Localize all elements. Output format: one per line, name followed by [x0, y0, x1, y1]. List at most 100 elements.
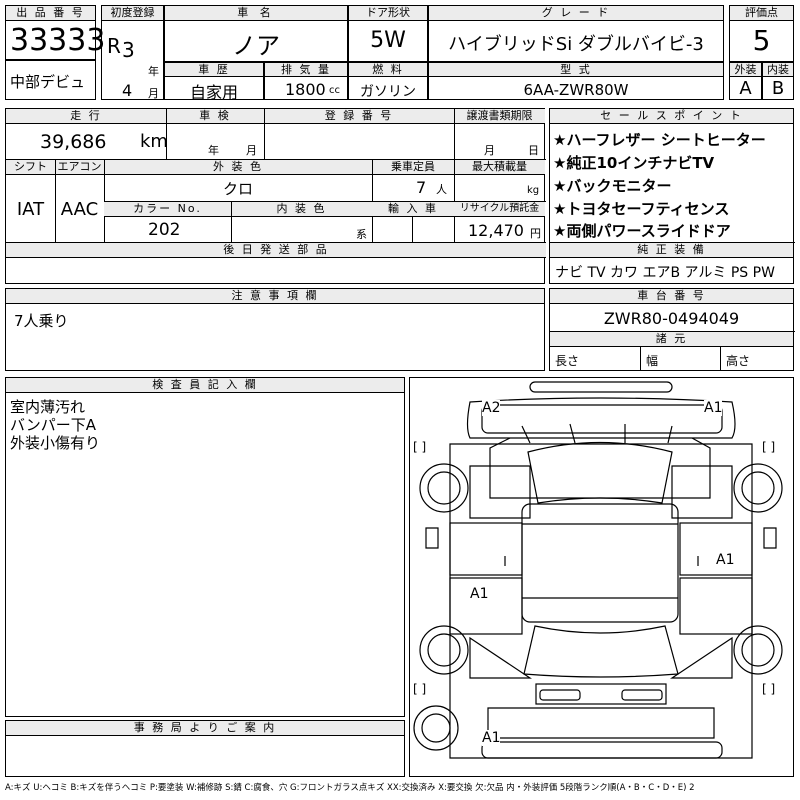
history-value: 自家用 — [189, 83, 238, 102]
dims-label: 諸 元 — [550, 332, 793, 347]
interior-grade: B — [771, 78, 785, 99]
fuel-label: 燃 料 — [349, 63, 427, 77]
interior-grade-box: 内装 B — [762, 62, 794, 100]
grade-box: グ レ ー ド ハイブリッドSi ダブルバイビ-3 — [428, 5, 724, 62]
lot-number: 33333 — [10, 23, 106, 58]
fuel-value: ガソリン — [360, 84, 416, 100]
inspector-line: バンパー下A — [10, 416, 97, 434]
chassis-label: 車 台 番 号 — [550, 289, 793, 304]
color-label: 外 装 色 — [104, 160, 372, 175]
first-registration-box: 初度登録 R 3 年 4 月 — [101, 5, 164, 100]
grade-value: ハイブリッドSi ダブルバイビ-3 — [448, 34, 704, 55]
door-box: ドア形状 5W — [348, 5, 428, 62]
length-label: 長さ — [555, 354, 580, 368]
month-unit: 月 — [148, 87, 159, 100]
chassis-box: 車 台 番 号 ZWR80-0494049 諸 元 長さ 幅 高さ — [549, 288, 795, 371]
office-box: 事 務 局 よ り ご 案 内 — [5, 720, 405, 777]
exterior-label: 外装 — [730, 63, 761, 77]
ac-label: エアコン — [55, 160, 104, 175]
door-value: 5W — [370, 28, 406, 53]
inspection-label: 車 検 — [166, 109, 264, 124]
import-label: 輸 入 車 — [372, 202, 454, 217]
transfer-month: 月 — [484, 144, 495, 157]
door-label: ドア形状 — [349, 6, 427, 21]
damage-mark-a1-right: A1 — [716, 552, 735, 568]
ac-value: AAC — [60, 199, 99, 220]
registration-month: 4 — [122, 81, 133, 100]
model-value: 6AA-ZWR80W — [523, 81, 629, 99]
sales-point: ★バックモニター — [553, 177, 672, 195]
mileage-unit: km — [140, 131, 168, 152]
debut-label: 中部デビュ — [10, 73, 86, 91]
fuel-box: 燃 料 ガソリン — [348, 62, 428, 100]
interior-color-unit: 系 — [356, 228, 367, 241]
damage-mark-a1-left: A1 — [470, 586, 489, 602]
equipment-value: ナビ TV カワ エアB アルミ PS PW — [555, 265, 775, 281]
color-no-label: カラー No. — [104, 202, 231, 217]
lot-number-label: 出 品 番 号 — [6, 6, 95, 21]
sales-point: ★ハーフレザー シートヒーター — [553, 131, 766, 149]
interior-label: 内装 — [763, 63, 793, 77]
bracket-left-1: [ ] — [413, 440, 427, 454]
capacity-unit: 人 — [436, 183, 447, 196]
interior-color-label: 内 装 色 — [231, 202, 372, 217]
notes-box: 注 意 事 項 欄 7人乗り — [5, 288, 545, 371]
notes-label: 注 意 事 項 欄 — [6, 289, 544, 304]
score-label: 評価点 — [730, 6, 793, 21]
era: R — [107, 34, 121, 58]
sales-point: ★トヨタセーフティセンス — [553, 200, 730, 218]
car-diagram-box: A2 A1 A1 A1 A1 [ ] [ ] [ ] [ ] — [409, 377, 794, 777]
first-registration-label: 初度登録 — [102, 6, 163, 21]
inspector-box: 検 査 員 記 入 欄 室内薄汚れ バンパー下A 外装小傷有り — [5, 377, 405, 717]
exterior-grade: A — [739, 78, 752, 99]
inspector-line: 室内薄汚れ — [10, 398, 86, 416]
sales-points-label: セ ー ル ス ポ イ ン ト — [550, 109, 793, 124]
load-label: 最大積載量 — [454, 160, 545, 175]
car-diagram — [413, 381, 783, 759]
sales-point: ★純正10インチナビTV — [553, 154, 715, 172]
lot-number-box: 出 品 番 号 33333 — [5, 5, 105, 60]
recycle-unit: 円 — [530, 227, 541, 240]
debut-box: 中部デビュ — [5, 60, 96, 100]
displacement-label: 排 気 量 — [265, 63, 347, 77]
capacity-label: 乗車定員 — [372, 160, 454, 175]
recycle-value: 12,470 — [468, 221, 524, 240]
damage-mark-a1-rear: A1 — [482, 730, 501, 746]
model-box: 型 式 6AA-ZWR80W — [428, 62, 724, 100]
displacement-value: 1800 — [285, 80, 326, 99]
inspection-year: 年 — [208, 144, 219, 157]
notes-value: 7人乗り — [14, 312, 69, 330]
bracket-left-2: [ ] — [413, 682, 427, 696]
displacement-box: 排 気 量 1800 cc — [264, 62, 348, 100]
model-label: 型 式 — [429, 63, 723, 77]
transfer-label: 譲渡書類期限 — [454, 109, 545, 124]
damage-mark-a2: A2 — [482, 400, 501, 416]
grade-label: グ レ ー ド — [429, 6, 723, 21]
year-unit: 年 — [148, 65, 159, 78]
history-label: 車 歴 — [165, 63, 263, 77]
legend-text: A:キズ U:ヘコミ B:キズを伴うヘコミ P:要塗装 W:補修跡 S:錆 C:… — [5, 783, 695, 793]
height-label: 高さ — [726, 354, 751, 368]
damage-mark-a1-front: A1 — [704, 400, 723, 416]
inspector-label: 検 査 員 記 入 欄 — [6, 378, 404, 393]
exterior-grade-box: 外装 A — [729, 62, 762, 100]
history-box: 車 歴 自家用 — [164, 62, 264, 102]
capacity-value: 7 — [416, 178, 427, 197]
inspector-line: 外装小傷有り — [10, 434, 101, 452]
vehicle-info-block: 走 行 車 検 登 録 番 号 譲渡書類期限 39,686 km 年 月 月 日… — [5, 108, 546, 284]
car-name-label: 車 名 — [165, 6, 347, 21]
sales-points-box: セ ー ル ス ポ イ ン ト ★ハーフレザー シートヒーター ★純正10インチ… — [549, 108, 795, 284]
transfer-day: 日 — [528, 144, 539, 157]
inspection-month: 月 — [246, 144, 257, 157]
sales-point: ★両側パワースライドドア — [553, 222, 731, 240]
plate-label: 登 録 番 号 — [264, 109, 454, 124]
shift-value: IAT — [16, 199, 45, 220]
score-box: 評価点 5 — [729, 5, 794, 62]
office-label: 事 務 局 よ り ご 案 内 — [6, 721, 404, 736]
equipment-label: 純 正 装 備 — [550, 243, 793, 258]
color-no-value: 202 — [148, 220, 181, 240]
chassis-value: ZWR80-0494049 — [603, 309, 740, 328]
car-name: ノア — [232, 32, 280, 60]
shift-label: シフト — [6, 160, 55, 175]
displacement-unit: cc — [329, 85, 340, 96]
